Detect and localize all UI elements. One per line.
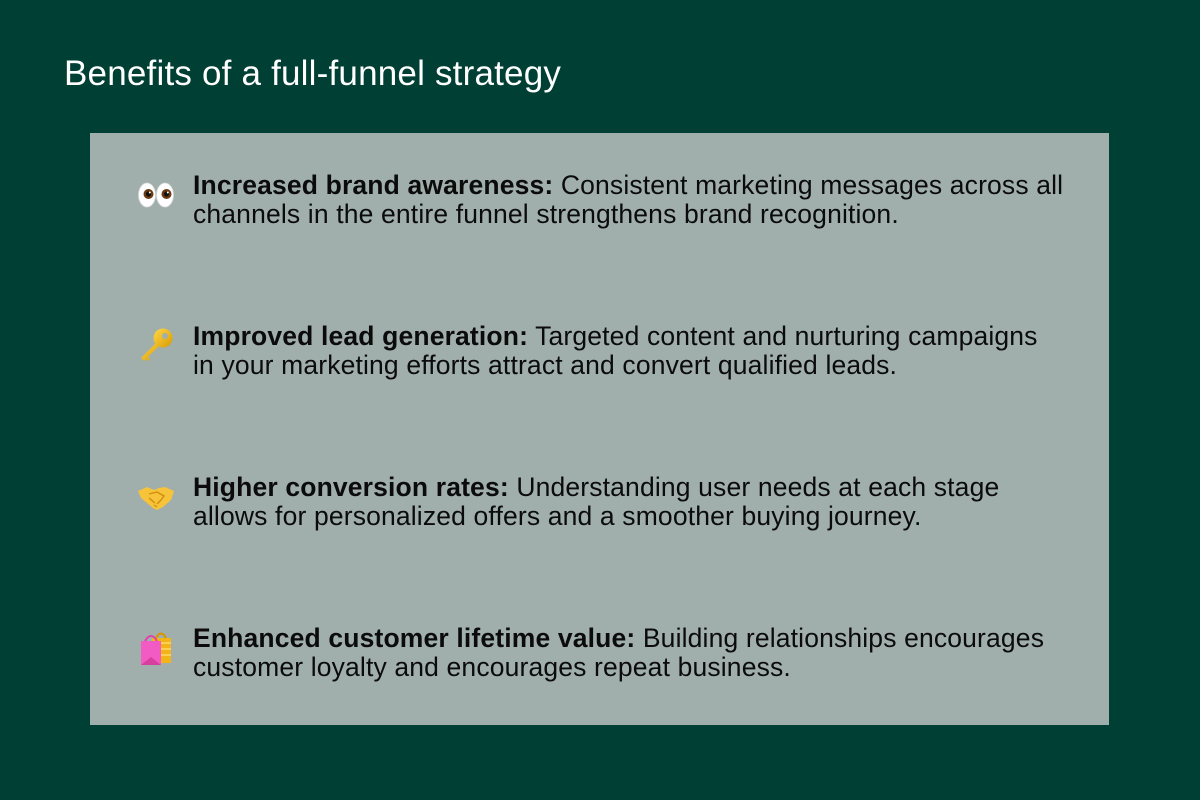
benefit-text: Increased brand awareness: Consistent ma… [193,171,1066,229]
benefit-text: Higher conversion rates: Understanding u… [193,473,1066,531]
benefit-heading: Improved lead generation: [193,321,529,351]
benefit-body: Understanding user needs at each stage a… [193,472,1000,531]
benefit-item-lead-generation: Improved lead generation: Targeted conte… [136,322,1066,380]
shopping-bags-icon [136,628,176,668]
benefit-text: Improved lead generation: Targeted conte… [193,322,1066,380]
page-title: Benefits of a full-funnel strategy [64,54,562,93]
benefit-heading: Higher conversion rates: [193,472,509,502]
eyes-icon [136,175,176,215]
benefit-item-customer-lifetime-value: Enhanced customer lifetime value: Buildi… [136,624,1066,682]
benefit-item-brand-awareness: Increased brand awareness: Consistent ma… [136,171,1066,229]
benefit-body: Building relationships encourages custom… [193,623,1045,682]
handshake-icon [136,477,176,517]
benefit-item-conversion-rates: Higher conversion rates: Understanding u… [136,473,1066,531]
key-icon [136,326,176,366]
benefit-heading: Enhanced customer lifetime value: [193,623,636,653]
benefit-body: Targeted content and nurturing campaigns… [193,321,1038,380]
benefit-heading: Increased brand awareness: [193,170,554,200]
benefits-panel: Increased brand awareness: Consistent ma… [90,133,1109,725]
benefit-body: Consistent marketing messages across all… [193,170,1064,229]
benefit-text: Enhanced customer lifetime value: Buildi… [193,624,1066,682]
